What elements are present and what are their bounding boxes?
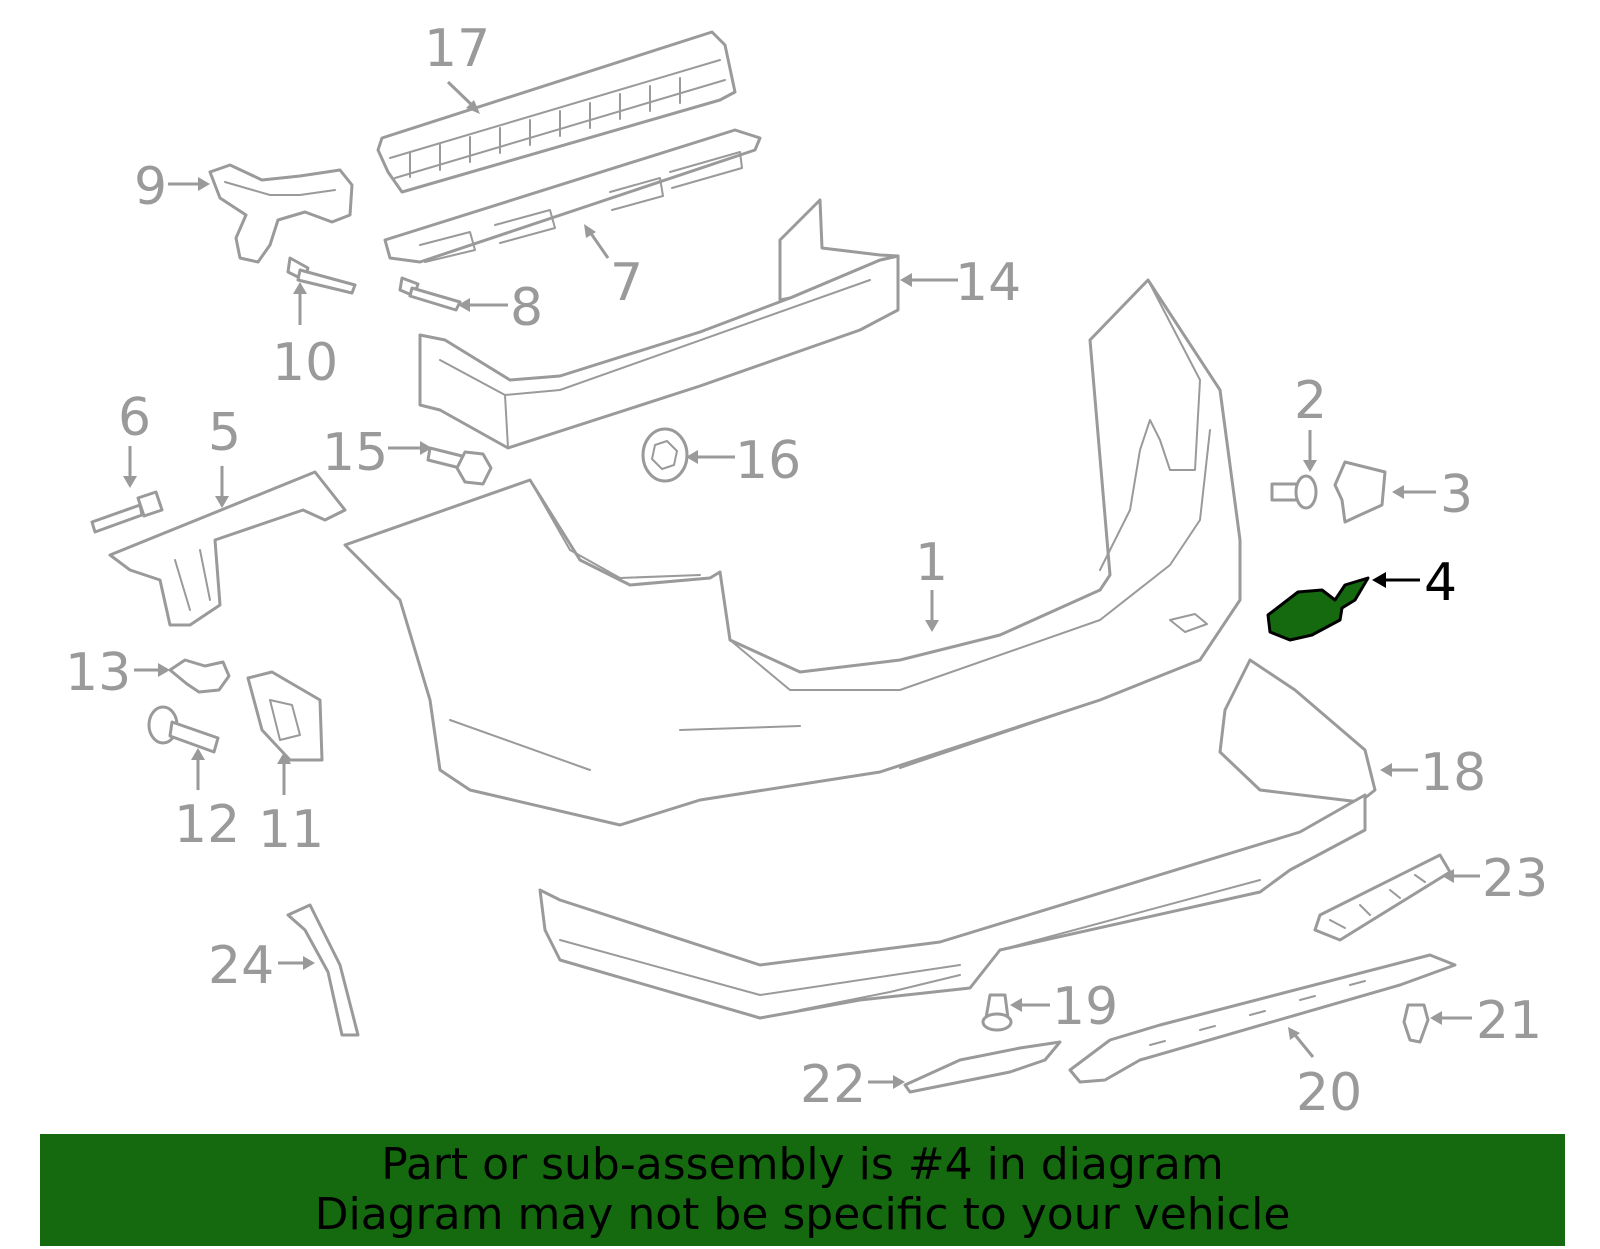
callout-7: 7 xyxy=(610,253,643,313)
callout-11: 11 xyxy=(258,800,324,860)
part-24-molding xyxy=(286,903,360,1037)
part-20-skid-plate xyxy=(1068,953,1457,1084)
part-21-clip xyxy=(1402,1003,1430,1044)
banner-line-part: Part or sub-assembly is #4 in diagram xyxy=(381,1139,1224,1190)
part-23-strip xyxy=(1313,853,1452,942)
callout-18: 18 xyxy=(1420,743,1486,803)
part-10-bolt xyxy=(286,256,357,295)
part-14-rear-beam xyxy=(418,198,900,450)
callout-8: 8 xyxy=(510,278,543,338)
callout-2: 2 xyxy=(1294,371,1327,431)
callout-20: 20 xyxy=(1296,1063,1362,1123)
part-9-bracket xyxy=(208,163,354,264)
part-8-bolt xyxy=(398,276,462,312)
leader-lines xyxy=(123,80,1480,1089)
callout-16: 16 xyxy=(735,431,801,491)
part-6-screw xyxy=(90,490,164,534)
callout-10: 10 xyxy=(272,333,338,393)
callout-3: 3 xyxy=(1440,465,1473,525)
part-16-nut xyxy=(641,427,689,483)
callout-17: 17 xyxy=(424,19,490,79)
part-2-screw xyxy=(1270,474,1318,510)
callout-1: 1 xyxy=(915,533,948,593)
callout-13: 13 xyxy=(65,643,131,703)
part-17-energy-absorber xyxy=(376,30,737,194)
part-4-reflector-bracket xyxy=(1266,576,1370,642)
callout-24: 24 xyxy=(208,936,274,996)
part-1-bumper-cover xyxy=(343,278,1242,827)
callout-14: 14 xyxy=(955,253,1021,313)
callout-23: 23 xyxy=(1482,849,1548,909)
part-18-lower-valance xyxy=(538,658,1377,1020)
callout-numbers: 17 9 7 8 10 14 15 16 6 5 1 2 3 4 13 12 1… xyxy=(65,19,1548,1123)
part-13-clip xyxy=(168,658,231,694)
callout-9: 9 xyxy=(134,157,167,217)
callout-4: 4 xyxy=(1424,553,1457,613)
part-11-bracket xyxy=(246,670,324,762)
part-22-trim xyxy=(903,1040,1062,1094)
part-15-bolt xyxy=(426,446,493,486)
callout-12: 12 xyxy=(174,795,240,855)
callout-5: 5 xyxy=(208,403,241,463)
part-12-bolt xyxy=(147,705,220,754)
part-5-bracket xyxy=(108,470,347,627)
callout-19: 19 xyxy=(1052,977,1118,1037)
banner-line-disclaimer: Diagram may not be specific to your vehi… xyxy=(314,1189,1291,1240)
callout-6: 6 xyxy=(118,388,151,448)
part-info-banner: Part or sub-assembly is #4 in diagram Di… xyxy=(40,1134,1565,1246)
callout-22: 22 xyxy=(800,1055,866,1115)
part-19-fastener xyxy=(981,993,1013,1032)
part-7-reinforcement xyxy=(383,128,762,264)
part-3-bracket xyxy=(1333,460,1387,524)
callout-15: 15 xyxy=(322,423,388,483)
callout-21: 21 xyxy=(1476,991,1542,1051)
